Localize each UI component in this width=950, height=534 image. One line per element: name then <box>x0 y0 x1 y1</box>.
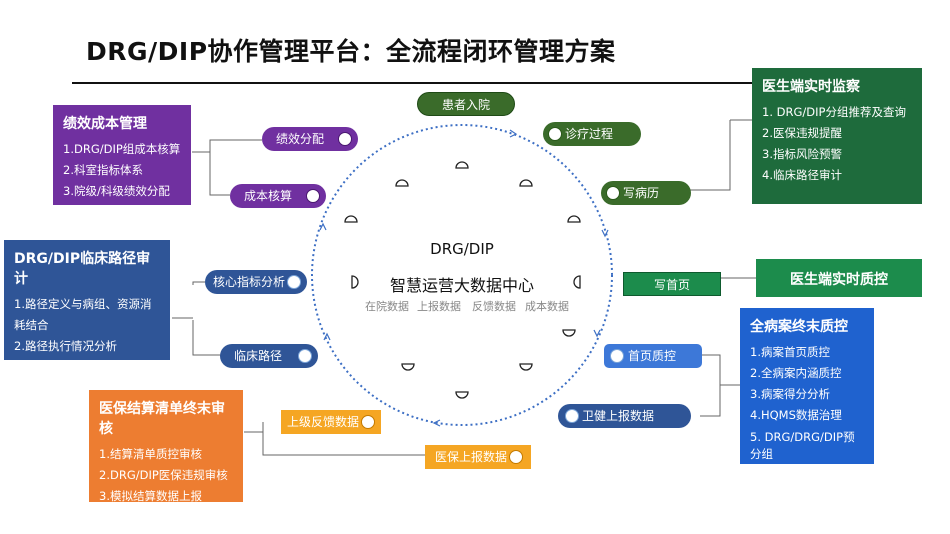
node-dot-icon <box>565 409 579 423</box>
title-underline <box>72 82 772 84</box>
panel-insurance-audit: 医保结算清单终末审核 1.结算清单质控审核 2.DRG/DIP医保违规审核 3.… <box>89 390 243 524</box>
node-label: 医保上报数据 <box>435 450 508 464</box>
panel-title: DRG/DIP临床路径审计 <box>14 251 151 287</box>
node-label: 成本核算 <box>244 189 293 203</box>
node-dot-icon <box>548 127 562 141</box>
process-ring <box>311 124 613 426</box>
node-write-homepage[interactable]: 写首页 <box>623 272 721 296</box>
panel-item: 2.路径执行情况分析 <box>14 339 117 353</box>
node-dot-icon <box>298 349 312 363</box>
node-dot-icon <box>606 186 620 200</box>
node-write-record[interactable]: 写病历 <box>601 181 691 205</box>
node-cost-accounting[interactable]: 成本核算 <box>230 184 326 208</box>
panel-item: 1.病案首页质控 <box>750 345 830 359</box>
panel-item: 3.病案得分分析 <box>750 387 830 401</box>
panel-item: 4.临床路径审计 <box>762 168 842 182</box>
ring-notches <box>344 161 581 399</box>
panel-item: 1.路径定义与病组、资源消耗结合 <box>14 297 152 332</box>
node-core-indicators[interactable]: 核心指标分析 <box>205 270 307 294</box>
node-dot-icon <box>306 189 320 203</box>
panel-item: 1. DRG/DIP分组推荐及查询 <box>762 105 906 119</box>
node-label: 患者入院 <box>441 98 490 112</box>
panel-full-record-qc: 全病案终末质控 1.病案首页质控 2.全病案内涵质控 3.病案得分分析 4.HQ… <box>740 308 874 464</box>
node-label: 临床路径 <box>234 349 283 363</box>
center-data-fankui: 反馈数据 <box>472 300 516 313</box>
node-label: 写首页 <box>653 278 690 292</box>
node-dot-icon <box>610 349 624 363</box>
panel-item: 5. DRG/DRG/DIP预分组 <box>750 430 855 461</box>
panel-title: 绩效成本管理 <box>63 116 147 132</box>
panel-item: 2.DRG/DIP医保违规审核 <box>99 468 228 482</box>
panel-performance-cost: 绩效成本管理 1.DRG/DIP组成本核算 2.科室指标体系 3.院级/科级绩效… <box>53 105 191 205</box>
node-performance-allocation[interactable]: 绩效分配 <box>262 127 358 151</box>
node-dot-icon <box>509 450 523 464</box>
node-label: 首页质控 <box>628 349 677 363</box>
panel-connectors <box>172 119 756 456</box>
node-insurance-report[interactable]: 医保上报数据 <box>425 445 531 469</box>
node-treatment[interactable]: 诊疗过程 <box>543 122 641 146</box>
node-label: 写病历 <box>623 186 660 200</box>
center-title: DRG/DIP <box>430 240 494 258</box>
node-dot-icon <box>287 275 301 289</box>
panel-item: 2.科室指标体系 <box>63 163 143 177</box>
center-data-shangbao: 上报数据 <box>417 300 461 313</box>
center-data-chengben: 成本数据 <box>525 300 569 313</box>
panel-item: 3.模拟结算数据上报 <box>99 489 202 503</box>
node-dot-icon <box>338 132 352 146</box>
node-label: 绩效分配 <box>276 132 325 146</box>
node-dot-icon <box>361 415 375 429</box>
node-label: 卫健上报数据 <box>582 409 655 423</box>
node-patient-admission[interactable]: 患者入院 <box>417 92 515 116</box>
node-homepage-qc[interactable]: 首页质控 <box>604 344 702 368</box>
node-health-report[interactable]: 卫健上报数据 <box>558 404 691 428</box>
panel-item: 2.医保违规提醒 <box>762 126 842 140</box>
node-label: 上级反馈数据 <box>287 415 360 429</box>
panel-clinical-pathway-audit: DRG/DIP临床路径审计 1.路径定义与病组、资源消耗结合 2.路径执行情况分… <box>4 240 170 374</box>
panel-title: 医保结算清单终末审核 <box>99 401 225 437</box>
panel-doctor-monitoring: 医生端实时监察 1. DRG/DIP分组推荐及查询 2.医保违规提醒 3.指标风… <box>752 68 922 204</box>
node-clinical-pathway[interactable]: 临床路径 <box>220 344 318 368</box>
panel-title: 全病案终末质控 <box>750 319 848 335</box>
panel-item: 4.医保申诉报告 <box>99 510 179 524</box>
panel-item: 3.路径优化建议 <box>14 360 94 374</box>
center-subtitle: 智慧运营大数据中心 <box>389 276 534 295</box>
panel-item: 4.HQMS数据治理 <box>750 408 842 422</box>
panel-item: 2.全病案内涵质控 <box>750 366 842 380</box>
panel-doctor-qc: 医生端实时质控 <box>756 259 922 297</box>
panel-title: 医生端实时质控 <box>790 272 888 288</box>
node-superior-feedback[interactable]: 上级反馈数据 <box>281 410 381 434</box>
panel-item: 3.指标风险预警 <box>762 147 842 161</box>
panel-item: 3.院级/科级绩效分配 <box>63 184 170 198</box>
panel-title: 医生端实时监察 <box>762 79 860 95</box>
panel-item: 1.结算清单质控审核 <box>99 447 202 461</box>
node-label: 诊疗过程 <box>565 127 614 141</box>
ring-arrows <box>319 129 609 427</box>
center-data-zaiyuan: 在院数据 <box>365 300 409 313</box>
page-title: DRG/DIP协作管理平台：全流程闭环管理方案 <box>86 37 616 66</box>
panel-item: 1.DRG/DIP组成本核算 <box>63 142 181 156</box>
node-label: 核心指标分析 <box>213 275 286 289</box>
